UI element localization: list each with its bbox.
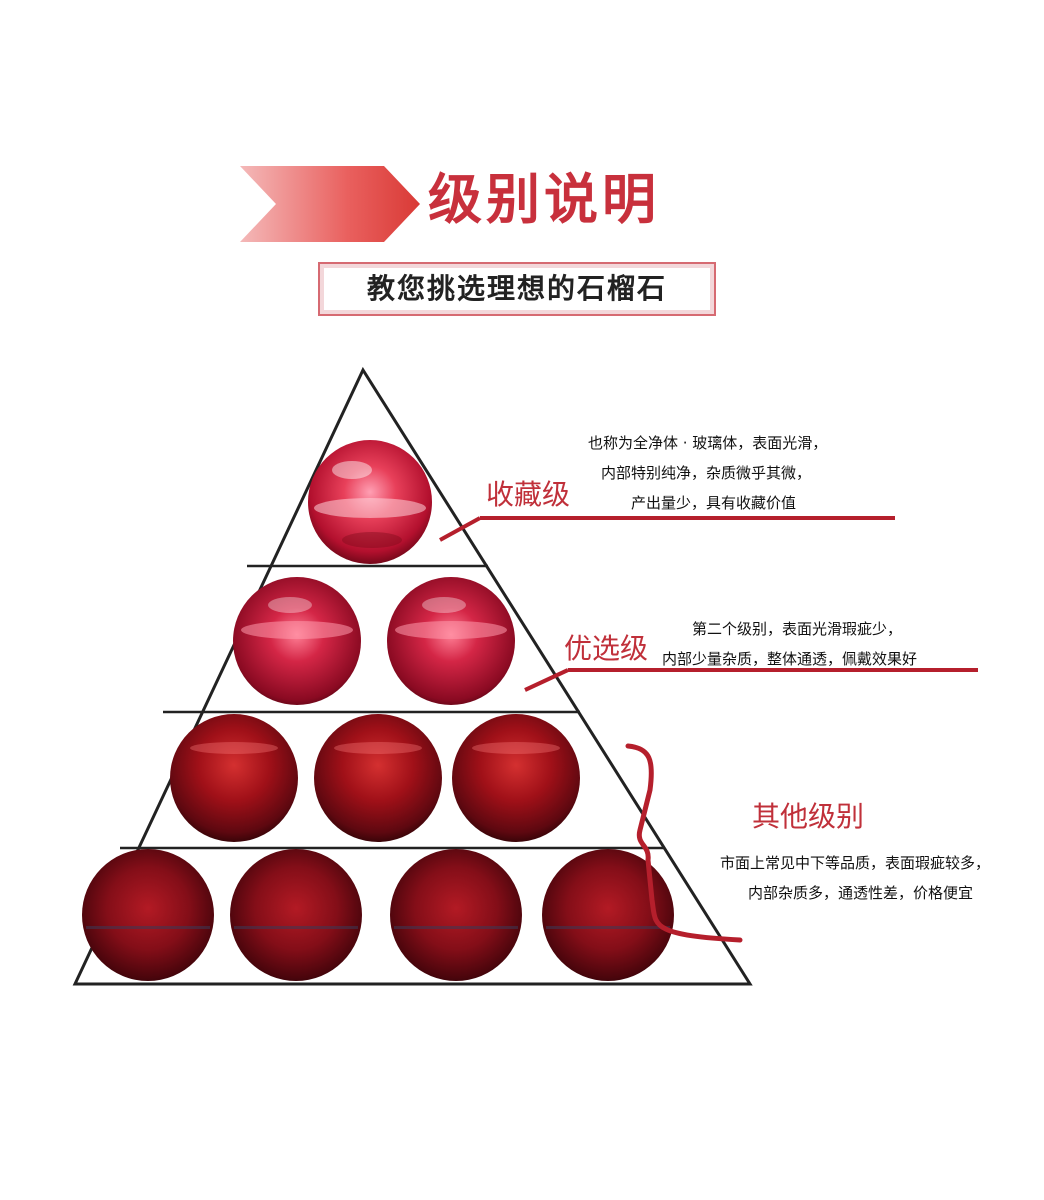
- grade-description-premium: 第二个级别，表面光滑瑕疵少， 内部少量杂质，整体通透，佩戴效果好: [662, 614, 917, 674]
- gem-other: [452, 714, 580, 842]
- gem-other: [82, 849, 214, 981]
- description-line: 内部少量杂质，整体通透，佩戴效果好: [662, 644, 917, 674]
- description-line: 内部特别纯净，杂质微乎其微，: [588, 458, 827, 488]
- gem-collector: [308, 440, 432, 564]
- gem-other: [314, 714, 442, 842]
- gem-other: [230, 849, 362, 981]
- description-line: 内部杂质多，通透性差，价格便宜: [720, 878, 990, 908]
- description-line: 第二个级别，表面光滑瑕疵少，: [662, 614, 917, 644]
- description-line: 产出量少，具有收藏价值: [588, 488, 827, 518]
- grade-label-premium: 优选级: [564, 632, 648, 666]
- description-line: 市面上常见中下等品质，表面瑕疵较多，: [720, 848, 990, 878]
- grade-description-collector: 也称为全净体 · 玻璃体，表面光滑， 内部特别纯净，杂质微乎其微， 产出量少，具…: [588, 428, 827, 518]
- gem-other: [390, 849, 522, 981]
- grade-label-collector: 收藏级: [486, 478, 570, 512]
- description-line: 也称为全净体 · 玻璃体，表面光滑，: [588, 428, 827, 458]
- title-arrow-icon: [240, 166, 420, 242]
- grade-description-other: 市面上常见中下等品质，表面瑕疵较多， 内部杂质多，通透性差，价格便宜: [720, 848, 990, 908]
- gem-premium: [387, 577, 515, 705]
- gem-other: [170, 714, 298, 842]
- page-subtitle: 教您挑选理想的石榴石: [318, 262, 716, 316]
- page-title: 级别说明: [428, 168, 660, 232]
- gem-premium: [233, 577, 361, 705]
- grade-label-other: 其他级别: [752, 800, 864, 834]
